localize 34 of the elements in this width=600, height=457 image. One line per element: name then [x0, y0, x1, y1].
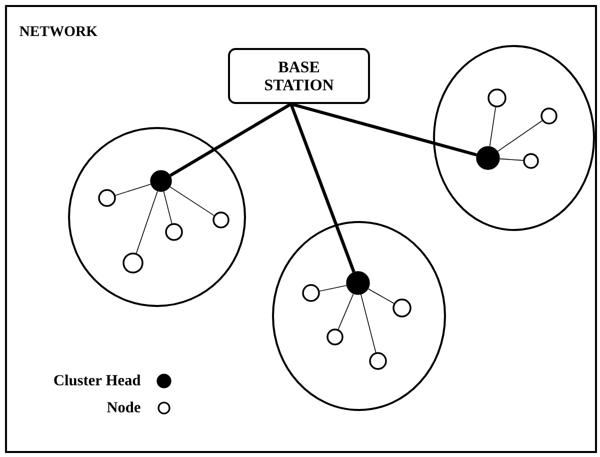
legend-label: Cluster Head [54, 374, 141, 386]
sensor-node-circle [369, 352, 387, 370]
sensor-node-circle [98, 189, 116, 207]
connection-line [497, 120, 542, 152]
cluster-circle [272, 221, 446, 411]
connection-line [368, 288, 394, 304]
connection-line [319, 285, 347, 292]
sensor-node-circle [540, 108, 558, 124]
sensor-node-circle [326, 328, 344, 346]
cluster-head-dot [346, 271, 370, 295]
sensor-node-circle [165, 223, 183, 241]
connection-line [136, 190, 158, 254]
connection-line [170, 102, 292, 177]
cluster-circle [433, 45, 595, 231]
cluster-head-dot [476, 146, 500, 170]
sensor-node-circle [122, 252, 144, 274]
connection-line [115, 184, 152, 196]
sensor-node-circle [523, 153, 539, 169]
connection-line [163, 191, 172, 224]
legend-label: Node [106, 402, 140, 412]
sensor-node-circle [392, 298, 412, 318]
cluster-head-dot [150, 170, 172, 192]
base-station-box: BASE STATION [228, 48, 370, 104]
connection-line [360, 294, 376, 353]
sensor-node-circle [488, 88, 506, 108]
connection-line [170, 186, 214, 216]
connection-line [290, 102, 477, 156]
sensor-node-circle [302, 284, 320, 302]
connection-line [338, 294, 354, 330]
connection-line [489, 106, 496, 147]
sensor-node-circle [212, 212, 230, 228]
connection-line [290, 103, 356, 272]
cluster-circle [68, 127, 246, 307]
connection-line [499, 158, 524, 161]
